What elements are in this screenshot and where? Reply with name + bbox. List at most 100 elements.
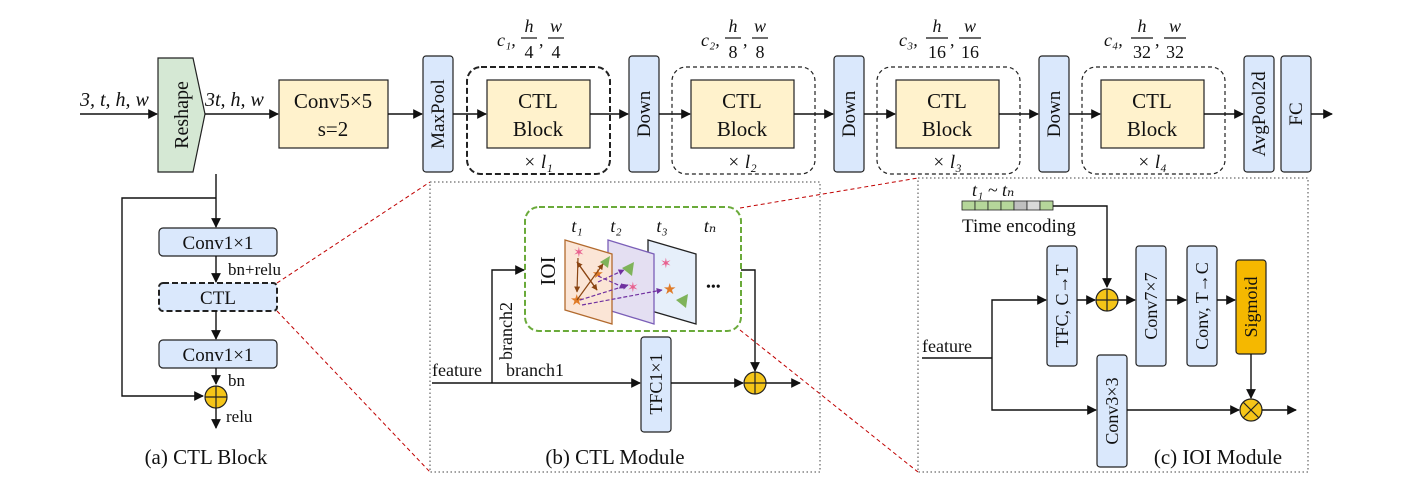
adder-b bbox=[743, 371, 767, 395]
svg-text:h: h bbox=[525, 16, 534, 36]
ctl-block-2-line2: Block bbox=[717, 117, 768, 141]
caption-b: (b) CTL Module bbox=[545, 445, 684, 469]
svg-text:8: 8 bbox=[729, 42, 738, 62]
time-encoding-label: Time encoding bbox=[962, 216, 1076, 237]
avgpool-label: AvgPool2d bbox=[1249, 71, 1270, 157]
feature-label-b: feature bbox=[432, 360, 482, 380]
svg-text:4: 4 bbox=[525, 42, 534, 62]
adder-c bbox=[1095, 288, 1119, 312]
maxpool-label: MaxPool bbox=[428, 79, 449, 149]
panel-b-frame bbox=[429, 181, 821, 473]
time-range-label: t₁ ~ tₙ bbox=[972, 180, 1014, 200]
ctl-block-4-line1: CTL bbox=[1132, 89, 1172, 113]
ctl-block-2-line1: CTL bbox=[722, 89, 762, 113]
caption-a: (a) CTL Block bbox=[145, 445, 268, 469]
down-block-1: Down bbox=[628, 55, 660, 173]
conv1x1-bottom-label: Conv1×1 bbox=[183, 345, 254, 366]
t2-label: t₂ bbox=[610, 216, 621, 236]
svg-text:c₂,: c₂, bbox=[701, 30, 720, 50]
down-block-2: Down bbox=[833, 55, 865, 173]
repeat-label-3: × l₃ bbox=[932, 152, 961, 173]
branch2-label: branch2 bbox=[496, 302, 516, 360]
stage-3-dims: c₃, h 16 , w 16 bbox=[899, 16, 981, 62]
panel-a-ctl-block: Conv1×1 bn+relu CTL Conv1×1 bn relu (a) … bbox=[121, 174, 282, 469]
tfc1x1-label: TFC1×1 bbox=[646, 353, 666, 414]
caption-c: (c) IOI Module bbox=[1154, 445, 1282, 469]
conv1x1-bottom-block bbox=[158, 339, 278, 369]
tfc-c2t-block: TFC, C→T bbox=[1046, 245, 1078, 367]
stage-2-dims: c₂, h 8 , w 8 bbox=[701, 16, 768, 62]
reshape-label: Reshape bbox=[171, 81, 193, 149]
conv1x1-top-block bbox=[158, 227, 278, 257]
panel-b-ctl-module: IOI t₁ t₂ t₃ tₙ ✶ ★ ★ ✶ ★ ✶ bbox=[429, 181, 821, 473]
top-pipeline: 3, t, h, w Reshape 3t, h, w Conv5×5 s=2 … bbox=[79, 16, 1333, 175]
conv-t2c-block: Conv, T→C bbox=[1186, 245, 1218, 367]
conv-t2c-label: Conv, T→C bbox=[1192, 262, 1212, 350]
reshaped-shape-label: 3t, h, w bbox=[204, 89, 265, 111]
repeat-label-2: × l₂ bbox=[727, 152, 757, 173]
stage-2: CTL Block × l₂ c₂, h 8 , w 8 bbox=[671, 16, 816, 175]
svg-text:h: h bbox=[729, 16, 738, 36]
ctl-block-3-line2: Block bbox=[922, 117, 973, 141]
conv5x5-block: Conv5×5 s=2 bbox=[278, 79, 389, 149]
input-shape-label: 3, t, h, w bbox=[79, 89, 150, 111]
stage-4: CTL Block × l₄ c₄, h 32 , w 32 bbox=[1081, 16, 1226, 175]
ctl-block-1-line1: CTL bbox=[518, 89, 558, 113]
t3-label: t₃ bbox=[656, 216, 667, 236]
t1-label: t₁ bbox=[571, 216, 582, 236]
reshape-block: Reshape bbox=[157, 57, 206, 173]
adder-a bbox=[204, 385, 228, 409]
star-orange-3: ★ bbox=[663, 282, 676, 298]
svg-text:32: 32 bbox=[1166, 42, 1184, 62]
ctl-block-3-line1: CTL bbox=[927, 89, 967, 113]
conv5x5-label: Conv5×5 bbox=[294, 89, 372, 113]
frames-ellipsis: ••• bbox=[706, 280, 721, 295]
conv1x1-top-label: Conv1×1 bbox=[183, 233, 254, 254]
conv7x7-label: Conv7×7 bbox=[1141, 272, 1161, 339]
down-label-2: Down bbox=[839, 90, 860, 137]
stage-1: CTL Block × l₁ c₁, h 4 , w 4 bbox=[466, 16, 611, 175]
svg-text:,: , bbox=[539, 30, 544, 50]
stage-1-dims: c₁, h 4 , w 4 bbox=[497, 16, 564, 62]
svg-text:,: , bbox=[1155, 30, 1160, 50]
ioi-label: IOI bbox=[536, 256, 560, 285]
ioi-group: IOI t₁ t₂ t₃ tₙ ✶ ★ ★ ✶ ★ ✶ bbox=[524, 206, 742, 332]
triangle-green-2 bbox=[622, 262, 634, 276]
svg-text:h: h bbox=[1138, 16, 1147, 36]
panel-c-ioi-module: t₁ ~ tₙ Time encoding feature TFC, C→T bbox=[917, 177, 1309, 473]
star-orange-1: ★ bbox=[570, 293, 583, 309]
svg-text:,: , bbox=[743, 30, 748, 50]
sigmoid-block: Sigmoid bbox=[1235, 259, 1267, 355]
svg-text:16: 16 bbox=[961, 42, 979, 62]
svg-text:32: 32 bbox=[1133, 42, 1151, 62]
svg-text:4: 4 bbox=[552, 42, 561, 62]
triangle-green-3 bbox=[676, 294, 688, 308]
down-block-3: Down bbox=[1038, 55, 1070, 173]
repeat-label-4: × l₄ bbox=[1137, 152, 1166, 173]
time-encoding-bar bbox=[961, 200, 1054, 211]
tfc-c2t-label: TFC, C→T bbox=[1052, 264, 1072, 347]
zoom-connectors bbox=[276, 177, 919, 473]
svg-text:w: w bbox=[1169, 16, 1181, 36]
svg-text:w: w bbox=[550, 16, 562, 36]
ctl-label: CTL bbox=[200, 288, 236, 309]
tfc1x1-block: TFC1×1 bbox=[640, 336, 672, 433]
ctl-block-1-line2: Block bbox=[513, 117, 564, 141]
stage-4-dims: c₄, h 32 , w 32 bbox=[1104, 16, 1186, 62]
svg-text:w: w bbox=[964, 16, 976, 36]
relu-label: relu bbox=[226, 407, 253, 426]
repeat-label-1: × l₁ bbox=[523, 152, 552, 173]
down-label-1: Down bbox=[634, 90, 655, 137]
triangle-green-1 bbox=[600, 256, 610, 268]
fc-label: FC bbox=[1286, 102, 1307, 125]
ctl-block-4-line2: Block bbox=[1127, 117, 1178, 141]
conv-stride-label: s=2 bbox=[318, 117, 349, 141]
panel-c-frame bbox=[917, 177, 1309, 473]
multiplier-c bbox=[1239, 398, 1263, 422]
svg-text:c₄,: c₄, bbox=[1104, 30, 1123, 50]
feature-label-c: feature bbox=[922, 336, 972, 356]
svg-text:c₃,: c₃, bbox=[899, 30, 918, 50]
svg-text:16: 16 bbox=[928, 42, 946, 62]
branch1-label: branch1 bbox=[506, 360, 564, 380]
